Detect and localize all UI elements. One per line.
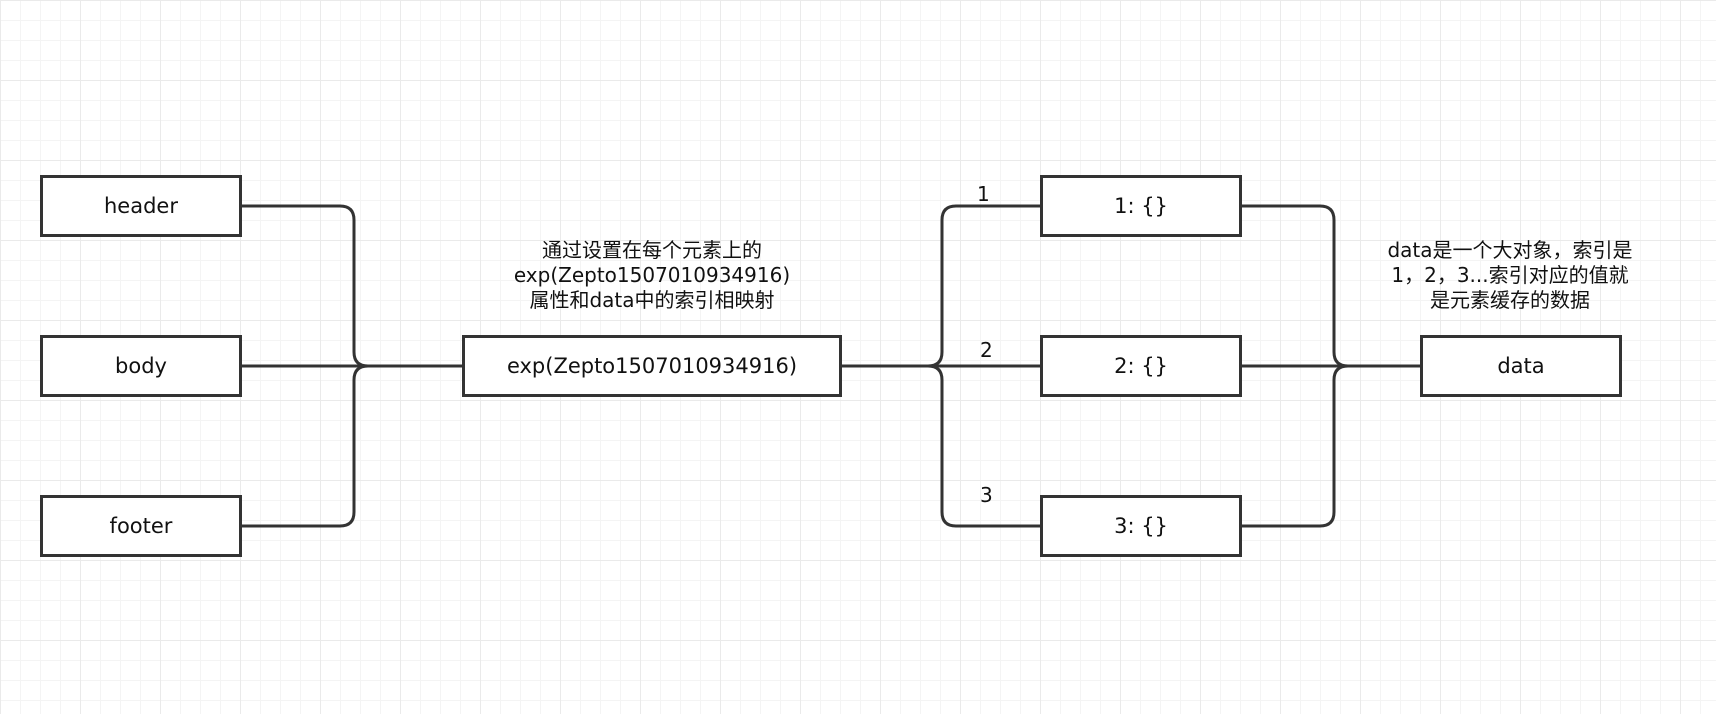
node-header: header bbox=[40, 175, 242, 237]
edge-label-2: 2 bbox=[980, 338, 993, 362]
connector-exp-to-index-1 bbox=[840, 204, 1042, 368]
connector-footer-to-exp bbox=[240, 364, 464, 528]
node-index-1: 1: {} bbox=[1040, 175, 1242, 237]
connector-header-to-exp bbox=[240, 204, 464, 368]
node-header-label: header bbox=[104, 194, 178, 218]
center-note-line-1: 通过设置在每个元素上的 bbox=[542, 238, 762, 262]
node-body: body bbox=[40, 335, 242, 397]
node-index-2: 2: {} bbox=[1040, 335, 1242, 397]
data-note-line-2: 1，2，3...索引对应的值就 bbox=[1391, 263, 1629, 287]
node-body-label: body bbox=[115, 354, 167, 378]
edge-label-1: 1 bbox=[977, 182, 990, 206]
node-index-3-label: 3: {} bbox=[1114, 514, 1168, 538]
data-note-line-1: data是一个大对象，索引是 bbox=[1387, 238, 1633, 262]
center-note-line-2: exp(Zepto1507010934916) bbox=[513, 263, 791, 287]
node-index-1-label: 1: {} bbox=[1114, 194, 1168, 218]
node-index-3: 3: {} bbox=[1040, 495, 1242, 557]
data-note: data是一个大对象，索引是 1，2，3...索引对应的值就 是元素缓存的数据 bbox=[1365, 238, 1655, 313]
node-exp-attribute-label: exp(Zepto1507010934916) bbox=[506, 354, 798, 378]
center-note-line-3: 属性和data中的索引相映射 bbox=[529, 288, 775, 312]
node-footer: footer bbox=[40, 495, 242, 557]
connector-index-3-to-data bbox=[1240, 364, 1422, 528]
node-index-2-label: 2: {} bbox=[1114, 354, 1168, 378]
edge-label-3: 3 bbox=[980, 483, 993, 507]
data-note-line-3: 是元素缓存的数据 bbox=[1430, 288, 1590, 312]
node-data-label: data bbox=[1497, 354, 1545, 378]
node-exp-attribute: exp(Zepto1507010934916) bbox=[462, 335, 842, 397]
node-footer-label: footer bbox=[109, 514, 173, 538]
connector-exp-to-index-3 bbox=[840, 364, 1042, 528]
node-data: data bbox=[1420, 335, 1622, 397]
center-note: 通过设置在每个元素上的 exp(Zepto1507010934916) 属性和d… bbox=[462, 238, 842, 313]
